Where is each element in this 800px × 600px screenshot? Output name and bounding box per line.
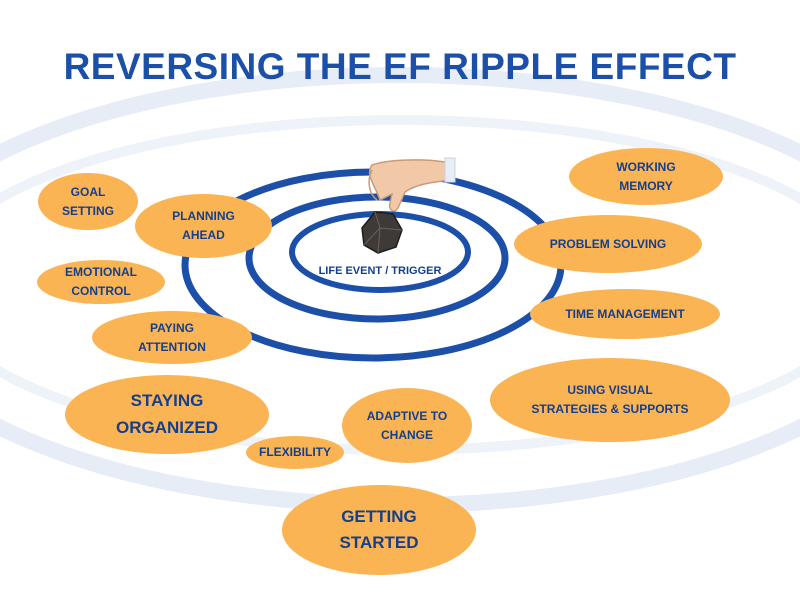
hand-icon [368,157,456,212]
planning-ahead-bubble: PLANNING AHEAD [135,194,272,258]
center-label: LIFE EVENT / TRIGGER [318,265,442,277]
emotional-control-bubble: EMOTIONAL CONTROL [37,260,165,304]
paying-attention-bubble: PAYING ATTENTION [92,311,252,364]
using-visual-strategies-bubble: USING VISUAL STRATEGIES & SUPPORTS [490,358,730,442]
time-management-bubble: TIME MANAGEMENT [530,289,720,339]
goal-setting-bubble: GOAL SETTING [38,173,138,230]
stone-icon [361,211,403,254]
working-memory-bubble: WORKING MEMORY [569,148,723,205]
middle-ripple-ring [245,193,509,323]
staying-organized-bubble: STAYING ORGANIZED [65,375,269,454]
adaptive-to-change-bubble: ADAPTIVE TO CHANGE [342,388,472,463]
flexibility-bubble: FLEXIBILITY [246,436,344,469]
problem-solving-bubble: PROBLEM SOLVING [514,215,702,273]
getting-started-bubble: GETTING STARTED [282,485,476,575]
page-title: REVERSING THE EF RIPPLE EFFECT [63,46,737,87]
